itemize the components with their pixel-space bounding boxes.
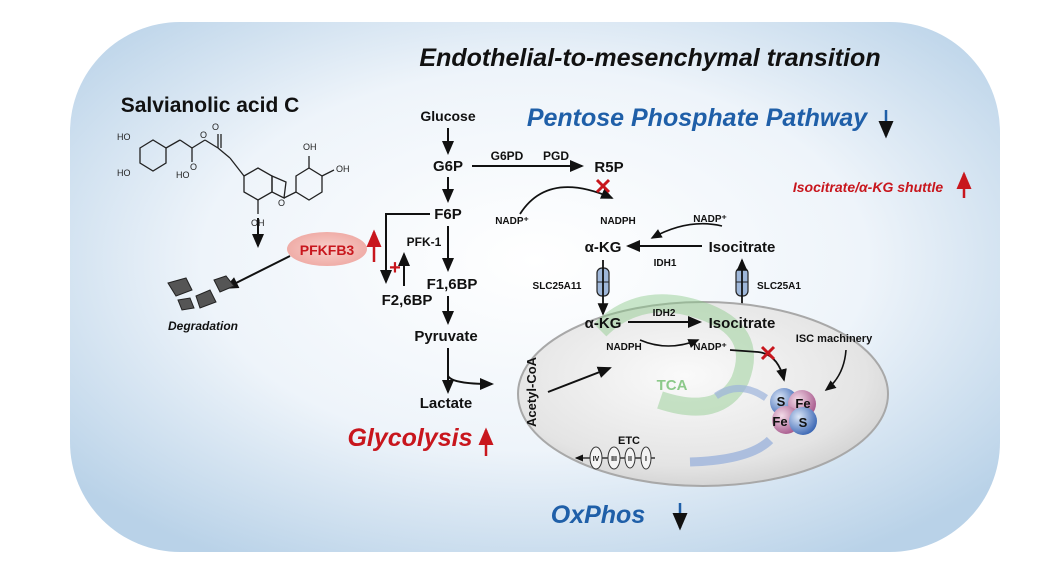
- node-f6p: F6P: [434, 206, 462, 223]
- etc-complex-labels: IV III II I: [593, 456, 647, 463]
- ppp-nadp-label: NADP⁺: [495, 216, 529, 227]
- shuttle-label: Isocitrate/α-KG shuttle: [793, 179, 943, 195]
- oxphos-label: OxPhos: [551, 501, 646, 529]
- svg-text:O: O: [212, 122, 219, 132]
- node-lactate: Lactate: [420, 395, 473, 412]
- pfk1-label: PFK-1: [407, 235, 442, 249]
- pfkfb3-label: PFKFB3: [300, 242, 355, 258]
- ppp-label: Pentose Phosphate Pathway: [527, 104, 868, 132]
- svg-text:O: O: [278, 198, 285, 208]
- acetyl-coa-label: Acetyl-CoA: [524, 356, 539, 427]
- svg-text:O: O: [190, 162, 197, 172]
- etc-label: ETC: [618, 435, 640, 447]
- svg-text:O: O: [200, 130, 207, 140]
- svg-text:OH: OH: [303, 142, 317, 152]
- degradation-label: Degradation: [168, 319, 238, 333]
- tca-label: TCA: [657, 377, 688, 394]
- tca-fes-flow-arrow: [714, 385, 768, 401]
- glycolysis-label: Glycolysis: [347, 424, 472, 452]
- node-pyruvate: Pyruvate: [414, 328, 477, 345]
- mito-akg: α-KG: [585, 315, 622, 332]
- g6pd-label: G6PD: [491, 149, 524, 163]
- node-f26bp: F2,6BP: [382, 292, 433, 309]
- cytosol-isocitrate: Isocitrate: [709, 239, 776, 256]
- fes-cluster-icon: [770, 388, 817, 435]
- svg-text:HO: HO: [117, 132, 131, 142]
- compound-label: Salvianolic acid C: [121, 94, 300, 117]
- svg-text:S: S: [777, 394, 786, 409]
- svg-text:OH: OH: [336, 164, 350, 174]
- etc-complexes-icon: [589, 446, 652, 470]
- degradation-fragments-icon: [167, 275, 235, 311]
- svg-text:II: II: [628, 456, 632, 463]
- fes-letters: S Fe Fe S: [772, 394, 810, 430]
- pgd-label: PGD: [543, 149, 569, 163]
- acetyl-tca-arrow: [547, 366, 612, 393]
- idh2-label: IDH2: [653, 308, 676, 319]
- slc25a11-label: SLC25A11: [533, 281, 582, 292]
- slc25a1-label: SLC25A1: [757, 281, 801, 292]
- mito-nadph-arrow: [639, 339, 700, 349]
- idh1-label: IDH1: [654, 258, 677, 269]
- mito-nadph-label: NADPH: [606, 342, 642, 353]
- mito-nadp-label: NADP⁺: [693, 342, 727, 353]
- ppp-nadph-label: NADPH: [600, 216, 636, 227]
- pfk-activation-plus: +: [389, 257, 401, 279]
- fes-block-cross-icon: [760, 345, 776, 361]
- glycolysis-arrows: [380, 128, 494, 394]
- svg-text:I: I: [645, 456, 647, 463]
- pfkfb3-degradation-arrow: [224, 255, 291, 289]
- salvianolic-acid-structure-icon: [139, 134, 335, 214]
- svg-text:HO: HO: [117, 168, 131, 178]
- svg-text:Fe: Fe: [795, 396, 810, 411]
- ppp-block-cross-icon: [595, 178, 611, 194]
- cytosol-akg: α-KG: [585, 239, 622, 256]
- mitochondrion: [517, 301, 889, 487]
- mito-isocitrate: Isocitrate: [709, 315, 776, 332]
- etc-flow-arrow: [689, 436, 774, 467]
- isc-arrow: [824, 349, 847, 391]
- node-r5p: R5P: [594, 159, 623, 176]
- svg-text:HO: HO: [176, 170, 190, 180]
- svg-text:III: III: [611, 456, 617, 463]
- tca-cycle-band: [593, 294, 754, 416]
- node-glucose: Glucose: [420, 108, 475, 124]
- node-f16bp: F1,6BP: [427, 276, 478, 293]
- nadp-nadph-arrow: [519, 186, 614, 215]
- svg-text:Fe: Fe: [772, 414, 787, 429]
- diagram-title: Endothelial-to-mesenchymal transition: [419, 44, 880, 72]
- node-g6p: G6P: [433, 158, 463, 175]
- pfkfb3-ellipse: [287, 232, 367, 266]
- cytosol-nadp-label: NADP⁺: [693, 214, 727, 225]
- svg-text:S: S: [799, 415, 808, 430]
- isc-machinery-label: ISC machinery: [796, 333, 873, 345]
- cytosol-nadp-arrow: [650, 222, 723, 239]
- svg-text:IV: IV: [593, 456, 600, 463]
